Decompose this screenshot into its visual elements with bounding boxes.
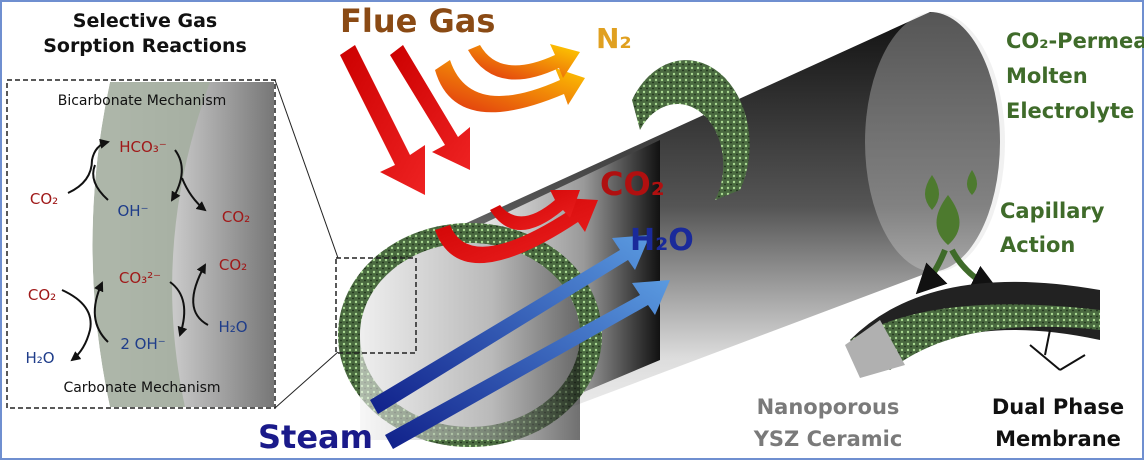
co2-in-label: CO₂ [30,190,58,208]
steam-label: Steam [258,418,373,456]
two-oh-label: 2 OH⁻ [120,335,165,353]
reaction-arrow [192,263,209,326]
steam-arrow [370,235,650,414]
membrane-line1: Dual Phase [992,395,1124,419]
zoom-box [6,79,276,409]
hco3-label: HCO₃⁻ [119,138,167,156]
membrane-porous-layer [850,304,1100,370]
droplet-icon [936,195,960,245]
n2-label: N₂ [596,22,632,55]
porous-ring-back [632,60,750,200]
zoom-line [274,351,339,409]
reaction-arrow [92,164,109,201]
carbonate-label: Carbonate Mechanism [63,380,220,396]
droplet-icon [967,170,977,195]
reaction-arrow [169,281,188,337]
h2o-label: H₂O [630,223,694,258]
co3-label: CO₃²⁻ [119,269,161,287]
zoom-line [274,79,339,259]
co2-out-label: CO₂ [219,256,247,274]
h2o-in-label: H₂O [218,318,247,336]
reaction-arrow [181,177,207,212]
flow-arrows [340,44,670,449]
carbonate-cycle: CO₃²⁻ CO₂ CO₂ H₂O 2 OH⁻ H₂O [25,256,247,367]
outer-region [8,82,110,407]
co2-arrow [435,198,598,264]
panel-title-line2: Sorption Reactions [43,35,247,57]
steam-arrow [385,280,670,449]
reaction-arrow [170,149,183,202]
ceramic-line1: Nanoporous [757,395,900,419]
h2o-out-label: H₂O [25,349,54,367]
co2-arrow [490,190,580,230]
tube-end [865,12,1005,272]
flue-gas-arrow [340,45,425,195]
pointer-line [1029,329,1086,371]
zoom-source-box [335,257,417,354]
n2-arrow [468,44,580,80]
bicarbonate-cycle: HCO₃⁻ CO₂ OH⁻ CO₂ [30,138,250,226]
co2-out-label: CO₂ [222,208,250,226]
n2-arrow [435,60,585,113]
sorption-panel: Selective Gas Sorption Reactions Bicarbo… [6,10,339,409]
bicarbonate-label: Bicarbonate Mechanism [58,93,227,109]
reaction-arrow [67,138,110,194]
flue-gas-arrow [390,45,470,170]
electrolyte-line1: CO₂-Permeable [1006,29,1144,53]
capillary-arrow [915,248,948,295]
electrolyte-line3: Electrolyte [1006,99,1134,123]
ceramic-section [845,320,905,378]
droplet-icon [925,175,939,210]
co2-in-label: CO₂ [28,286,56,304]
panel-title-line1: Selective Gas [73,10,217,32]
electrolyte-line2: Molten [1006,64,1088,88]
co2-label: CO₂ [600,165,665,203]
capillary-line1: Capillary [1000,199,1105,223]
capillary-line2: Action [1000,233,1075,257]
reaction-arrow [93,281,109,343]
membrane-detail: CO₂-Permeable Molten Electrolyte Capilla… [753,29,1144,451]
flue-gas-label: Flue Gas [340,2,495,40]
ceramic-line2: YSZ Ceramic [753,427,903,451]
reaction-arrow [61,289,92,362]
membrane-line2: Membrane [995,427,1121,451]
oh-label: OH⁻ [117,202,148,220]
